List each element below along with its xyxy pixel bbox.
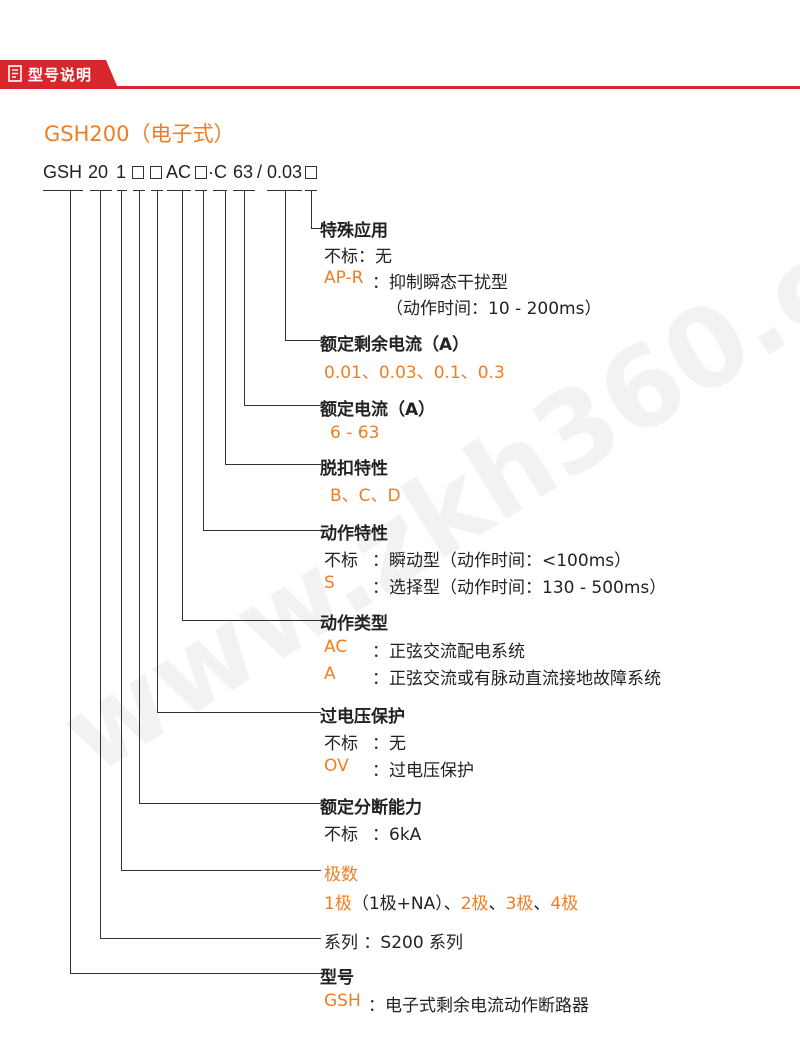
header-bar	[0, 86, 800, 89]
pole-1: 1极	[324, 894, 352, 914]
poles-values: 1极（1极+NA）、2极、3极、4极	[324, 889, 578, 914]
action-type-text-2: ：正弦交流或有脉动直流接地故障系统	[372, 669, 661, 689]
pole-1-na: （1极+NA）、	[351, 894, 461, 914]
underline	[195, 190, 207, 191]
connector	[311, 228, 321, 229]
special-app-line3: （动作时间：10 - 200ms）	[386, 299, 602, 319]
heading-poles: 极数	[324, 865, 358, 885]
underline	[267, 190, 302, 191]
action-type-code-2: A	[324, 664, 336, 684]
model-text: ：电子式剩余电流动作断路器	[368, 996, 589, 1016]
series-text: 系列 ：S200 系列	[324, 933, 464, 953]
connector	[70, 973, 321, 974]
code-box-3	[195, 166, 207, 179]
code-gsh: GSH	[43, 162, 83, 182]
connector	[121, 870, 321, 871]
heading-breaking-capacity: 额定分断能力	[320, 798, 422, 818]
connector	[285, 190, 286, 341]
connector	[225, 190, 226, 465]
residual-current-values: 0.01、0.03、0.1、0.3	[324, 363, 505, 383]
breaking-capacity-text: ：6kA	[372, 825, 422, 845]
action-type-text-1: ：正弦交流配电系统	[372, 642, 525, 662]
overvoltage-text-2: ：过电压保护	[372, 761, 474, 781]
code-20: 20	[88, 162, 109, 182]
trip-characteristic-values: B、C、D	[330, 486, 401, 506]
code-box-2	[150, 166, 162, 179]
connector	[182, 620, 321, 621]
pole-2: 2极	[460, 894, 489, 914]
connector	[203, 190, 204, 531]
code-slash: /	[257, 162, 263, 182]
connector	[244, 405, 321, 406]
header-tab	[0, 60, 118, 88]
underline	[213, 190, 227, 191]
connector	[244, 190, 245, 406]
connector	[225, 464, 321, 465]
heading-action-characteristic: 动作特性	[320, 524, 388, 544]
special-app-code: AP-R	[324, 268, 364, 288]
overvoltage-code-2: OV	[324, 756, 349, 776]
heading-trip-characteristic: 脱扣特性	[320, 459, 388, 479]
heading-action-type: 动作类型	[320, 614, 388, 634]
action-char-text-1: ：瞬动型（动作时间：<100ms）	[372, 551, 632, 571]
code-003: 0.03	[267, 162, 303, 182]
overvoltage-code-1: 不标	[324, 734, 358, 754]
code-box-4	[305, 166, 317, 179]
connector	[139, 803, 321, 804]
connector	[285, 340, 321, 341]
code-dot: ·	[208, 162, 214, 182]
breaking-capacity-code: 不标	[324, 825, 358, 845]
connector	[100, 190, 101, 939]
connector	[70, 190, 71, 974]
rated-current-values: 6 - 63	[330, 423, 380, 443]
heading-overvoltage-protection: 过电压保护	[320, 707, 405, 727]
sep: 、	[488, 894, 506, 914]
code-1: 1	[116, 162, 127, 182]
action-type-code-1: AC	[324, 637, 348, 657]
connector	[121, 190, 122, 871]
special-app-text: ：抑制瞬态干扰型	[372, 273, 508, 293]
connector	[203, 530, 321, 531]
code-box-1	[132, 166, 144, 179]
connector	[157, 190, 158, 713]
underline	[90, 190, 112, 191]
connector	[182, 190, 183, 621]
special-app-line1: 不标：无	[324, 247, 392, 267]
model-code: GSH	[324, 991, 361, 1011]
heading-rated-current: 额定电流（A）	[320, 400, 436, 420]
document-icon	[8, 65, 22, 82]
sep: 、	[533, 894, 551, 914]
action-char-code-1: 不标	[324, 551, 358, 571]
connector	[139, 190, 140, 804]
code-ac: AC	[166, 162, 192, 182]
code-c: C	[214, 162, 227, 182]
overvoltage-text-1: ：无	[372, 734, 406, 754]
underline	[117, 190, 127, 191]
heading-model: 型号	[320, 968, 354, 988]
connector	[311, 190, 312, 229]
heading-rated-residual-current: 额定剩余电流（A）	[320, 335, 470, 355]
underline	[43, 190, 83, 191]
action-char-code-2: S	[324, 573, 335, 593]
watermark: www.zkh360.com	[40, 116, 800, 799]
connector	[100, 938, 321, 939]
code-63: 63	[233, 162, 254, 182]
header-title: 型号说明	[28, 66, 93, 84]
heading-special-application: 特殊应用	[320, 221, 388, 241]
underline	[167, 190, 191, 191]
model-title: GSH200（电子式）	[44, 122, 235, 146]
action-char-text-2: ：选择型（动作时间：130 - 500ms）	[372, 578, 667, 598]
connector	[157, 712, 321, 713]
pole-3: 3极	[505, 894, 534, 914]
pole-4: 4极	[550, 894, 579, 914]
